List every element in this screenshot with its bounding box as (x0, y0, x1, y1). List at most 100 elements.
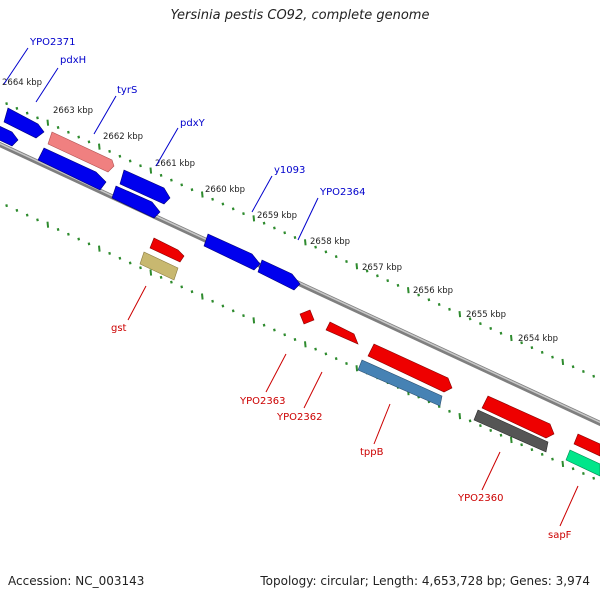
tick-mark (355, 263, 359, 270)
gene-arrow[interactable] (37, 147, 107, 191)
gene-label-YPO2363[interactable]: YPO2363 (239, 396, 285, 407)
gene-arrow[interactable] (203, 233, 261, 271)
tick-mark (221, 202, 225, 206)
tick-mark (510, 436, 513, 444)
callout-line (481, 451, 501, 491)
tick-mark (314, 347, 317, 351)
gene-label-YPO2360[interactable]: YPO2360 (457, 493, 503, 504)
tick-mark (304, 239, 307, 246)
callout-line (127, 285, 147, 321)
tick-mark (242, 212, 245, 216)
genome-summary-text: Topology: circular; Length: 4,653,728 bp… (260, 574, 590, 588)
tick-mark (334, 357, 338, 361)
tick-mark (530, 448, 534, 452)
gene-arrow[interactable] (565, 449, 600, 477)
callout-line (93, 95, 117, 135)
gene-label-pdxY[interactable]: pdxY (180, 118, 206, 129)
tick-mark (46, 119, 50, 126)
tick-mark (427, 298, 431, 302)
tick-mark (386, 279, 390, 283)
ruler-label: 2656 kbp (413, 286, 453, 296)
tick-mark (314, 245, 317, 249)
gene-arrow[interactable] (47, 131, 115, 173)
tick-mark (180, 285, 184, 289)
tick-mark (479, 322, 482, 326)
tick-mark (510, 334, 513, 342)
gene-arrow[interactable] (367, 343, 453, 393)
tick-mark (118, 256, 122, 260)
gene-label-pdxH[interactable]: pdxH (60, 55, 86, 66)
gene-label-tppB[interactable]: tppB (360, 447, 384, 458)
tick-mark (283, 333, 287, 337)
tick-mark (499, 331, 503, 335)
gene-label-tyrS[interactable]: tyrS (117, 85, 137, 96)
tick-mark (365, 269, 369, 273)
tick-mark (46, 221, 50, 228)
gene-label-YPO2364[interactable]: YPO2364 (319, 187, 365, 198)
gene-label-sapF[interactable]: sapF (548, 530, 572, 541)
tick-mark (211, 299, 214, 303)
tick-mark (489, 326, 493, 330)
tick-mark (170, 178, 173, 182)
gene-arrow[interactable] (573, 433, 600, 457)
gene-label-y1093[interactable]: y1093 (274, 165, 305, 176)
gene-arrow[interactable] (111, 185, 161, 219)
gene-arrow[interactable] (299, 309, 315, 325)
tick-mark (5, 102, 8, 106)
tick-mark (252, 317, 256, 324)
tick-mark (231, 309, 235, 313)
tick-mark (25, 213, 29, 217)
tick-mark (324, 352, 328, 356)
gene-arrow[interactable] (325, 321, 359, 345)
gene-arrow[interactable] (119, 169, 171, 205)
tick-mark (201, 293, 204, 300)
gene-arrow[interactable] (3, 107, 45, 139)
gene-arrow[interactable] (481, 395, 555, 439)
gene-label-YPO2371[interactable]: YPO2371 (29, 37, 75, 48)
gene-arrow[interactable] (139, 251, 179, 281)
tick-mark (551, 457, 554, 461)
tick-mark (304, 341, 307, 348)
gene-arrow[interactable] (473, 409, 549, 453)
tick-mark (468, 419, 472, 423)
tick-mark (242, 314, 245, 318)
tick-mark (561, 460, 565, 468)
tick-mark (530, 346, 534, 350)
gene-arrow[interactable] (149, 237, 185, 263)
tick-mark (118, 154, 122, 158)
tick-mark (293, 236, 297, 240)
tick-mark (231, 207, 235, 211)
reverse-gene-labels: gst YPO2363 YPO2362 tppB YPO2360 sapF (111, 323, 572, 541)
ruler-label: 2657 kbp (362, 263, 402, 273)
tick-mark (324, 250, 328, 254)
gene-arrow[interactable] (257, 259, 301, 291)
gene-arrow[interactable] (357, 359, 443, 407)
accession-text: Accession: NC_003143 (8, 574, 145, 588)
ruler-label: 2658 kbp (310, 237, 350, 247)
tick-mark (407, 287, 410, 294)
tick-mark (15, 106, 19, 110)
tick-mark (77, 237, 81, 241)
tick-mark (87, 242, 91, 246)
tick-mark (128, 159, 132, 163)
tick-mark (551, 355, 554, 359)
tick-mark (396, 283, 400, 287)
ruler-label: 2660 kbp (205, 185, 245, 195)
tick-mark (5, 204, 8, 208)
tick-mark (36, 116, 39, 120)
callout-line (35, 67, 59, 103)
tick-mark (273, 226, 276, 230)
callout-line (303, 371, 323, 409)
tick-mark (159, 173, 163, 177)
outer-tick-track (5, 102, 596, 378)
tick-mark (15, 208, 19, 212)
ruler-label: 2663 kbp (53, 106, 93, 116)
tick-mark (67, 232, 70, 236)
gene-arrow[interactable] (0, 124, 19, 147)
gene-label-YPO2362[interactable]: YPO2362 (276, 412, 322, 423)
gene-label-gst[interactable]: gst (111, 323, 127, 334)
tick-mark (25, 111, 29, 115)
tick-mark (56, 125, 60, 130)
tick-mark (252, 215, 256, 222)
tick-mark (87, 140, 91, 144)
